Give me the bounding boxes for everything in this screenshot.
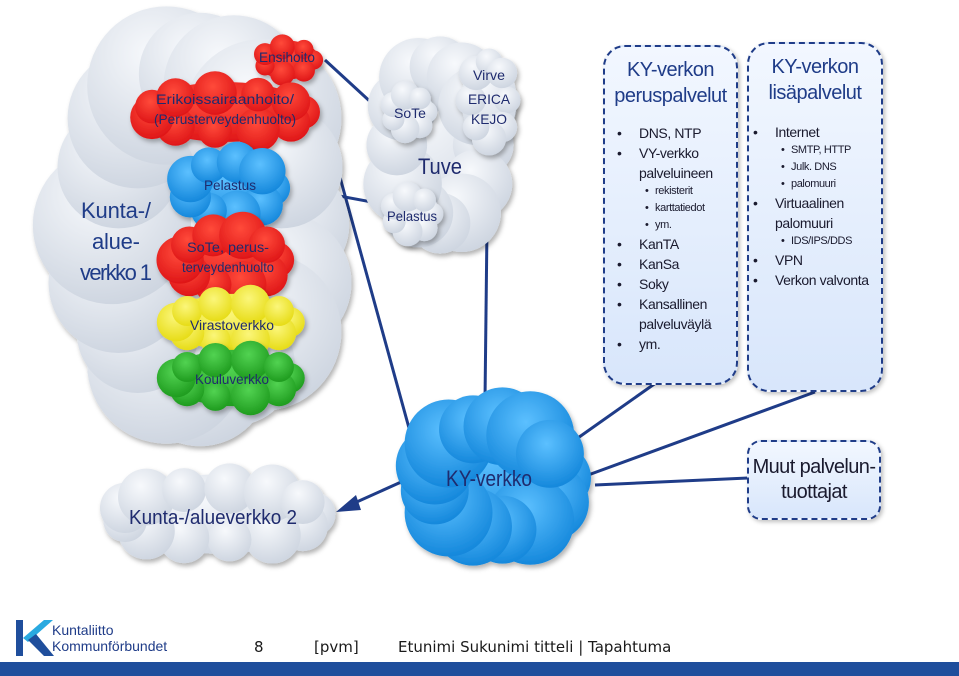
virve-line1: Virve [473,67,505,83]
peruspalvelut-title: KY-verkon peruspalvelut [605,57,736,109]
left-title-line1: Kunta-/ [81,198,152,223]
line-left-kyverkko [336,169,422,469]
peruspalvelut-item: KanTA [617,234,736,254]
peruspalvelut-item: ym. [627,217,736,234]
page-number: 8 [254,638,264,656]
lisapalvelut-item: SMTP, HTTP [763,142,881,159]
peruspalvelut-item: Kansallinen palveluväylä [617,294,736,334]
muut-palveluntuottajat-box: Muut palvelun- tuottajat [747,440,881,520]
virve-line3: KEJO [471,111,507,127]
kuntaliitto-logo-text: Kuntaliitto Kommunförbundet [52,622,167,654]
lisapalvelut-item: Virtuaalinen palomuuri [753,193,881,233]
lisapalvelut-item: Verkon valvonta [753,270,881,290]
footer-author: Etunimi Sukunimi titteli | Tapahtuma [398,638,672,656]
left-title-line2: alue- [92,229,140,254]
kunta2-gray-cloud [99,463,336,564]
left-title: Kunta-/ alue- verkko 1 [80,198,152,285]
lisapalvelut-item: Internet [753,122,881,142]
ky-verkko-cloud [395,387,591,566]
muut-line1: Muut palvelun- [752,456,876,478]
sote-cloud [156,211,295,309]
lisapalvelut-item: palomuuri [763,176,881,193]
lisapalvelut-title-line1: KY-verkon [771,56,859,78]
erikois-label-1: Erikoissairaanhoito/ [156,91,294,107]
lisapalvelut-item: IDS/IPS/DDS [763,233,881,250]
tuve-subclouds [380,48,521,247]
virastoverkko-label: Virastoverkko [190,317,274,333]
muut-line2: tuottajat [781,481,847,503]
tuve-pelastus-cloud [380,181,444,247]
erikois-cloud [130,71,320,152]
peruspalvelut-title-line1: KY-verkon [626,59,715,81]
peruspalvelut-item: DNS, NTP [617,123,736,143]
inner-clouds [130,34,324,416]
ky-verkko-label: KY-verkko [446,466,532,491]
footer: Kuntaliitto Kommunförbundet 8 [pvm] Etun… [0,610,959,676]
peruspalvelut-item: karttatiedot [627,200,736,217]
lisapalvelut-box: KY-verkon lisäpalvelut InternetSMTP, HTT… [747,42,883,392]
tuve-title: Tuve [418,154,462,179]
lisapalvelut-title: KY-verkon lisäpalvelut [749,54,881,106]
line-perus-kyverkko [574,378,661,442]
peruspalvelut-list: DNS, NTPVY-verkko palveluineenrekisterit… [617,123,736,354]
footer-date: [pvm] [314,638,359,656]
virve-line2: ERICA [468,91,511,107]
tuve-virve-cloud [455,48,521,156]
peruspalvelut-item: rekisterit [627,183,736,200]
kuntaliitto-logo-icon [16,620,54,656]
virastoverkko-cloud [156,284,305,360]
logo-line2: Kommunförbundet [52,638,168,654]
peruspalvelut-item: KanSa [617,254,736,274]
peruspalvelut-item: Soky [617,274,736,294]
pelastus-cloud [167,141,291,237]
arrow-to-kunta2 [336,476,411,512]
ensihoito-label: Ensihoito [259,49,315,65]
line-lisa-kyverkko [579,390,816,480]
peruspalvelut-title-line2: peruspalvelut [614,85,727,107]
kunta-alueverkko-2-cloud [99,463,336,564]
erikois-label-2: (Perusterveydenhuolto) [154,111,296,127]
footer-bar [0,662,959,676]
pelastus-label: Pelastus [204,177,256,193]
peruspalvelut-item: ym. [617,334,736,354]
ensihoito-cloud [253,34,324,86]
sote-label-2: terveydenhuolto [182,259,274,275]
line-muut-kyverkko [594,476,749,487]
peruspalvelut-box: KY-verkon peruspalvelut DNS, NTPVY-verkk… [603,45,738,385]
kouluverkko-label: Kouluverkko [195,371,269,387]
sote-label-1: SoTe, perus- [187,239,269,255]
tuve-pelastus-label: Pelastus [387,208,437,224]
kunta2-label: Kunta-/alueverkko 2 [129,507,297,529]
logo-line1: Kuntaliitto [52,622,114,638]
tuve-sote-cloud [380,80,438,144]
peruspalvelut-item: VY-verkko palveluineen [617,143,736,183]
lisapalvelut-item: VPN [753,250,881,270]
lisapalvelut-list: InternetSMTP, HTTPJulk. DNSpalomuuriVirt… [753,122,881,290]
ky-verkko-blue-cloud [395,387,591,566]
tuve-sote-label: SoTe [394,105,426,121]
left-title-line3: verkko 1 [80,260,152,285]
kouluverkko-cloud [156,340,305,416]
lisapalvelut-title-line2: lisäpalvelut [768,82,862,104]
lisapalvelut-item: Julk. DNS [763,159,881,176]
